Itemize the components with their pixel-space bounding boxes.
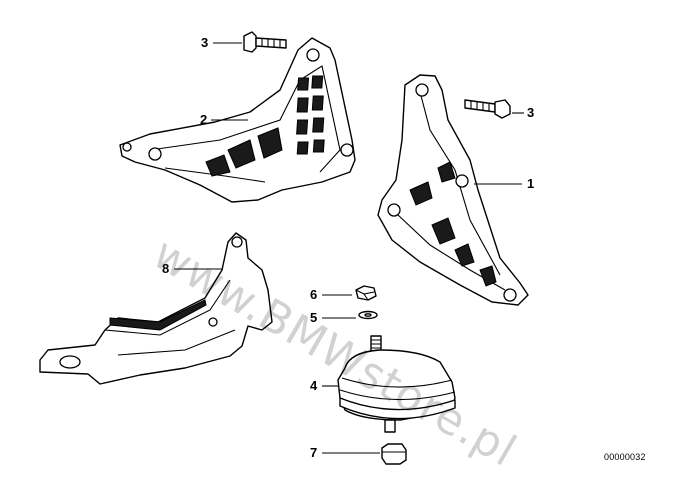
callout-6: 6 — [310, 287, 318, 302]
washer-part-5 — [358, 310, 378, 320]
nut-part-7 — [381, 443, 407, 465]
callout-3-right: 3 — [527, 105, 535, 120]
nut-part-6 — [355, 285, 377, 301]
callout-2: 2 — [200, 112, 208, 127]
callout-4: 4 — [310, 378, 318, 393]
leader-lines — [174, 42, 524, 454]
callout-8: 8 — [162, 261, 170, 276]
bracket-right-part-1 — [377, 74, 529, 306]
callout-1: 1 — [527, 176, 535, 191]
engine-mount-part-4 — [337, 335, 456, 433]
callout-5: 5 — [310, 310, 318, 325]
callout-3-top: 3 — [201, 35, 209, 50]
heat-shield-part-8 — [39, 232, 273, 385]
bolt-part-3-top — [243, 31, 287, 53]
callout-7: 7 — [310, 445, 318, 460]
document-number: 00000032 — [604, 452, 646, 462]
bolt-part-3-right — [464, 99, 511, 119]
